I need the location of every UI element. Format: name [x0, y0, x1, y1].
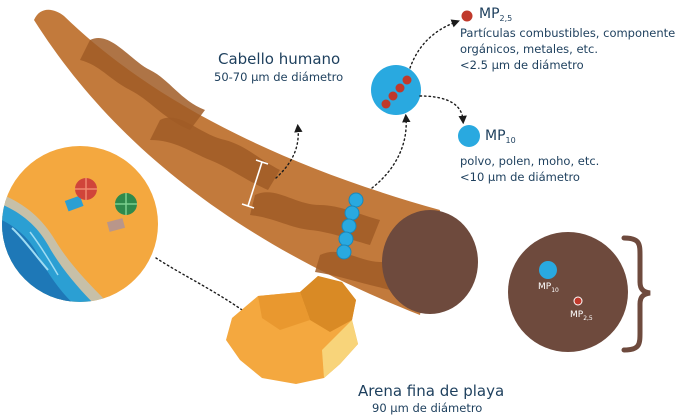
compare-mp10-main: MP	[538, 282, 552, 292]
mp10-label-main: MP	[485, 128, 506, 144]
brace	[621, 235, 651, 353]
compare-mp25-label: MP2,5	[570, 310, 593, 322]
compare-mp10-label: MP10	[538, 282, 559, 294]
compare-mp25-main: MP	[570, 310, 584, 320]
mp10-particles-on-hair	[336, 192, 364, 260]
size-comparison	[508, 232, 628, 352]
mp25-label-sub: 2,5	[499, 14, 513, 23]
human-hair	[34, 9, 478, 315]
mp10-legend-dot	[458, 125, 480, 147]
mp25-desc-line2: orgánicos, metales, etc.	[460, 42, 599, 56]
mp25-legend-dot	[461, 10, 473, 22]
mp25-desc-line1: Partículas combustibles, componentes	[460, 26, 675, 40]
mp25-size: <2.5 µm de diámetro	[460, 58, 584, 72]
beach-magnifier	[2, 146, 158, 302]
hair-subtitle: 50-70 µm de diámetro	[214, 70, 344, 84]
sand-subtitle: 90 µm de diámetro	[372, 401, 483, 415]
mp10-size: <10 µm de diámetro	[460, 170, 580, 184]
sand-title: Arena fina de playa	[358, 382, 505, 400]
compare-mp25-sub: 2,5	[583, 314, 593, 322]
mp10-label: MP10	[485, 128, 516, 145]
hair-diameter-marker	[241, 159, 269, 209]
umbrella-green-icon	[106, 193, 137, 232]
connectors	[155, 19, 467, 335]
mp10-desc-line1: polvo, polen, moho, etc.	[460, 154, 600, 168]
compare-mp10-sub: 10	[551, 286, 559, 294]
mp25-label: MP2,5	[479, 6, 512, 23]
mp10-label-sub: 10	[505, 136, 516, 145]
mp25-magnifier	[371, 65, 421, 115]
hair-cross-section	[382, 210, 478, 314]
umbrella-red-icon	[64, 178, 97, 212]
mp25-label-main: MP	[479, 6, 500, 22]
hair-title: Cabello humano	[218, 50, 341, 68]
sand-grain	[226, 276, 358, 384]
